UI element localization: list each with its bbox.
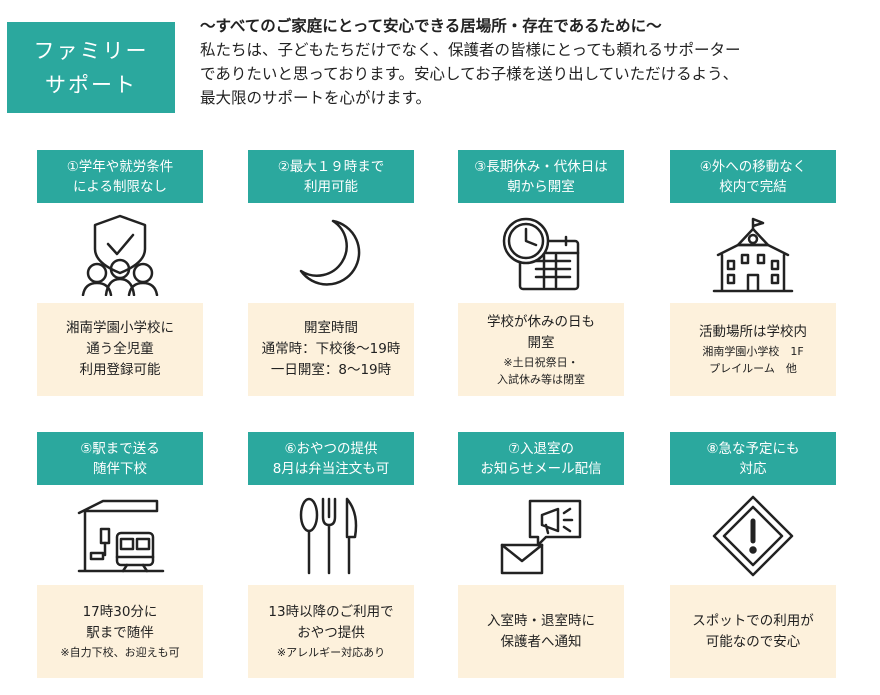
feature-body-line: 学校が休みの日も — [487, 313, 595, 330]
feature-title-line: による制限なし — [72, 178, 168, 195]
megaphone-mail-icon-graphic — [500, 499, 581, 574]
feature-card-body: 開室時間通常時：下校後〜19時一日開室：8〜19時 — [248, 303, 414, 396]
feature-body-line: 入室時・退室時に — [487, 612, 595, 629]
feature-card-title: ⑦入退室のお知らせメール配信 — [458, 432, 624, 485]
feature-title-line: ④外への移動なく — [699, 158, 807, 175]
feature-card: ①学年や就労条件による制限なし湘南学園小学校に通う全児童利用登録可能 — [37, 150, 203, 396]
clock-calendar-icon — [458, 203, 624, 303]
feature-card-title: ②最大１９時まで利用可能 — [248, 150, 414, 203]
feature-note-line: ※自力下校、お迎えも可 — [60, 646, 180, 659]
intro-line: 最大限のサポートを心がけます。 — [200, 89, 431, 107]
feature-card: ⑦入退室のお知らせメール配信入室時・退室時に保護者へ通知 — [458, 432, 624, 678]
feature-card-body: スポットでの利用が可能なので安心 — [670, 585, 836, 678]
feature-note-line: 湘南学園小学校 1F — [702, 345, 804, 358]
feature-card: ②最大１９時まで利用可能開室時間通常時：下校後〜19時一日開室：8〜19時 — [248, 150, 414, 396]
feature-body-line: 一日開室：8〜19時 — [270, 362, 392, 378]
shield-check-children-icon-graphic — [81, 214, 159, 296]
feature-note-line: ※土日祝祭日・ — [503, 355, 579, 369]
feature-card-title: ⑥おやつの提供 8月は弁当注文も可 — [248, 432, 414, 485]
feature-body-line: 湘南学園小学校に — [66, 320, 174, 336]
feature-card-body: 湘南学園小学校に通う全児童利用登録可能 — [37, 303, 203, 396]
school-icon — [670, 203, 836, 303]
feature-note-line: ※アレルギー対応あり — [276, 646, 386, 659]
feature-note-line: 入試休み等は閉室 — [497, 372, 585, 386]
feature-card: ③長期休み・代休日は朝から開室学校が休みの日も開室 ※土日祝祭日・入試休み等は閉室 — [458, 150, 624, 396]
feature-card: ④外への移動なく校内で完結活動場所は学校内湘南学園小学校 1F プレイルーム 他 — [670, 150, 836, 396]
feature-card-title: ③長期休み・代休日は朝から開室 — [458, 150, 624, 203]
moon-icon — [248, 203, 414, 303]
feature-body-line: 可能なので安心 — [705, 633, 801, 650]
section-title-line2: サポート — [45, 73, 137, 97]
train-station-icon-graphic — [77, 499, 164, 572]
feature-body-line: 駅まで随伴 — [86, 625, 154, 641]
feature-body-line: 通常時：下校後〜19時 — [261, 341, 401, 357]
feature-body-line: 17時30分に — [82, 604, 158, 620]
feature-title-line: ②最大１９時まで — [277, 158, 385, 175]
intro-text: 〜すべてのご家庭にとって安心できる居場所・存在であるために〜 私たちは、子どもた… — [200, 14, 880, 110]
feature-title-line: ③長期休み・代休日は — [474, 158, 608, 175]
intro-lead: 〜すべてのご家庭にとって安心できる居場所・存在であるために〜 — [200, 17, 662, 35]
cutlery-icon-graphic — [299, 497, 358, 574]
feature-card-body: 活動場所は学校内湘南学園小学校 1F プレイルーム 他 — [670, 303, 836, 396]
feature-body-line: 活動場所は学校内 — [699, 324, 807, 340]
feature-title-line: 8月は弁当注文も可 — [272, 460, 390, 477]
section-title-badge: ファミリー サポート — [7, 22, 175, 113]
feature-card-title: ①学年や就労条件による制限なし — [37, 150, 203, 203]
feature-card-body: 入室時・退室時に保護者へ通知 — [458, 585, 624, 678]
feature-body-line: 13時以降のご利用で — [268, 604, 394, 620]
feature-title-line: ⑦入退室の — [507, 440, 575, 457]
school-icon-graphic — [712, 217, 794, 292]
feature-card-title: ④外への移動なく校内で完結 — [670, 150, 836, 203]
warning-sign-icon-graphic — [712, 495, 794, 576]
feature-title-line: 随伴下校 — [93, 460, 147, 477]
feature-title-line: ⑧急な予定にも — [706, 440, 800, 457]
cutlery-icon — [248, 485, 414, 585]
feature-card-body: 13時以降のご利用でおやつ提供 ※アレルギー対応あり — [248, 585, 414, 678]
feature-note-line: プレイルーム 他 — [709, 362, 797, 375]
feature-body-line: 開室 — [527, 334, 555, 351]
feature-card-title: ⑤駅まで送る随伴下校 — [37, 432, 203, 485]
intro-line: 私たちは、子どもたちだけでなく、保護者の皆様にとっても頼れるサポーター — [200, 41, 741, 59]
feature-title-line: 校内で完結 — [719, 178, 787, 195]
feature-title-line: お知らせメール配信 — [480, 460, 602, 477]
feature-card-body: 学校が休みの日も開室 ※土日祝祭日・入試休み等は閉室 — [458, 303, 624, 396]
feature-body-line: 利用登録可能 — [79, 362, 161, 378]
intro-line: でありたいと思っております。安心してお子様を送り出していただけるよう、 — [200, 65, 739, 83]
feature-title-line: ⑤駅まで送る — [80, 440, 160, 457]
feature-body-line: 開室時間 — [304, 320, 358, 336]
feature-body-line: 保護者へ通知 — [500, 633, 582, 650]
feature-card: ⑤駅まで送る随伴下校 17時30分に駅まで随伴 ※自力下校、お迎えも可 — [37, 432, 203, 678]
feature-title-line: 朝から開室 — [507, 178, 575, 195]
feature-card-body: 17時30分に駅まで随伴 ※自力下校、お迎えも可 — [37, 585, 203, 678]
train-station-icon — [37, 485, 203, 585]
feature-card: ⑥おやつの提供 8月は弁当注文も可 13時以降のご利用でおやつ提供 ※アレルギー対応あ… — [248, 432, 414, 678]
feature-card-title: ⑧急な予定にも対応 — [670, 432, 836, 485]
feature-title-line: 対応 — [739, 460, 767, 477]
clock-calendar-icon-graphic — [502, 217, 580, 290]
feature-body-line: スポットでの利用が — [692, 612, 814, 629]
feature-card: ⑧急な予定にも対応スポットでの利用が可能なので安心 — [670, 432, 836, 678]
feature-title-line: ①学年や就労条件 — [66, 158, 174, 175]
megaphone-mail-icon — [458, 485, 624, 585]
moon-icon-graphic — [299, 219, 361, 286]
shield-check-children-icon — [37, 203, 203, 303]
warning-sign-icon — [670, 485, 836, 585]
feature-body-line: おやつ提供 — [297, 625, 365, 641]
feature-title-line: 利用可能 — [304, 178, 358, 195]
feature-body-line: 通う全児童 — [86, 341, 154, 357]
feature-title-line: ⑥おやつの提供 — [284, 440, 378, 457]
section-title-line1: ファミリー — [33, 39, 149, 63]
